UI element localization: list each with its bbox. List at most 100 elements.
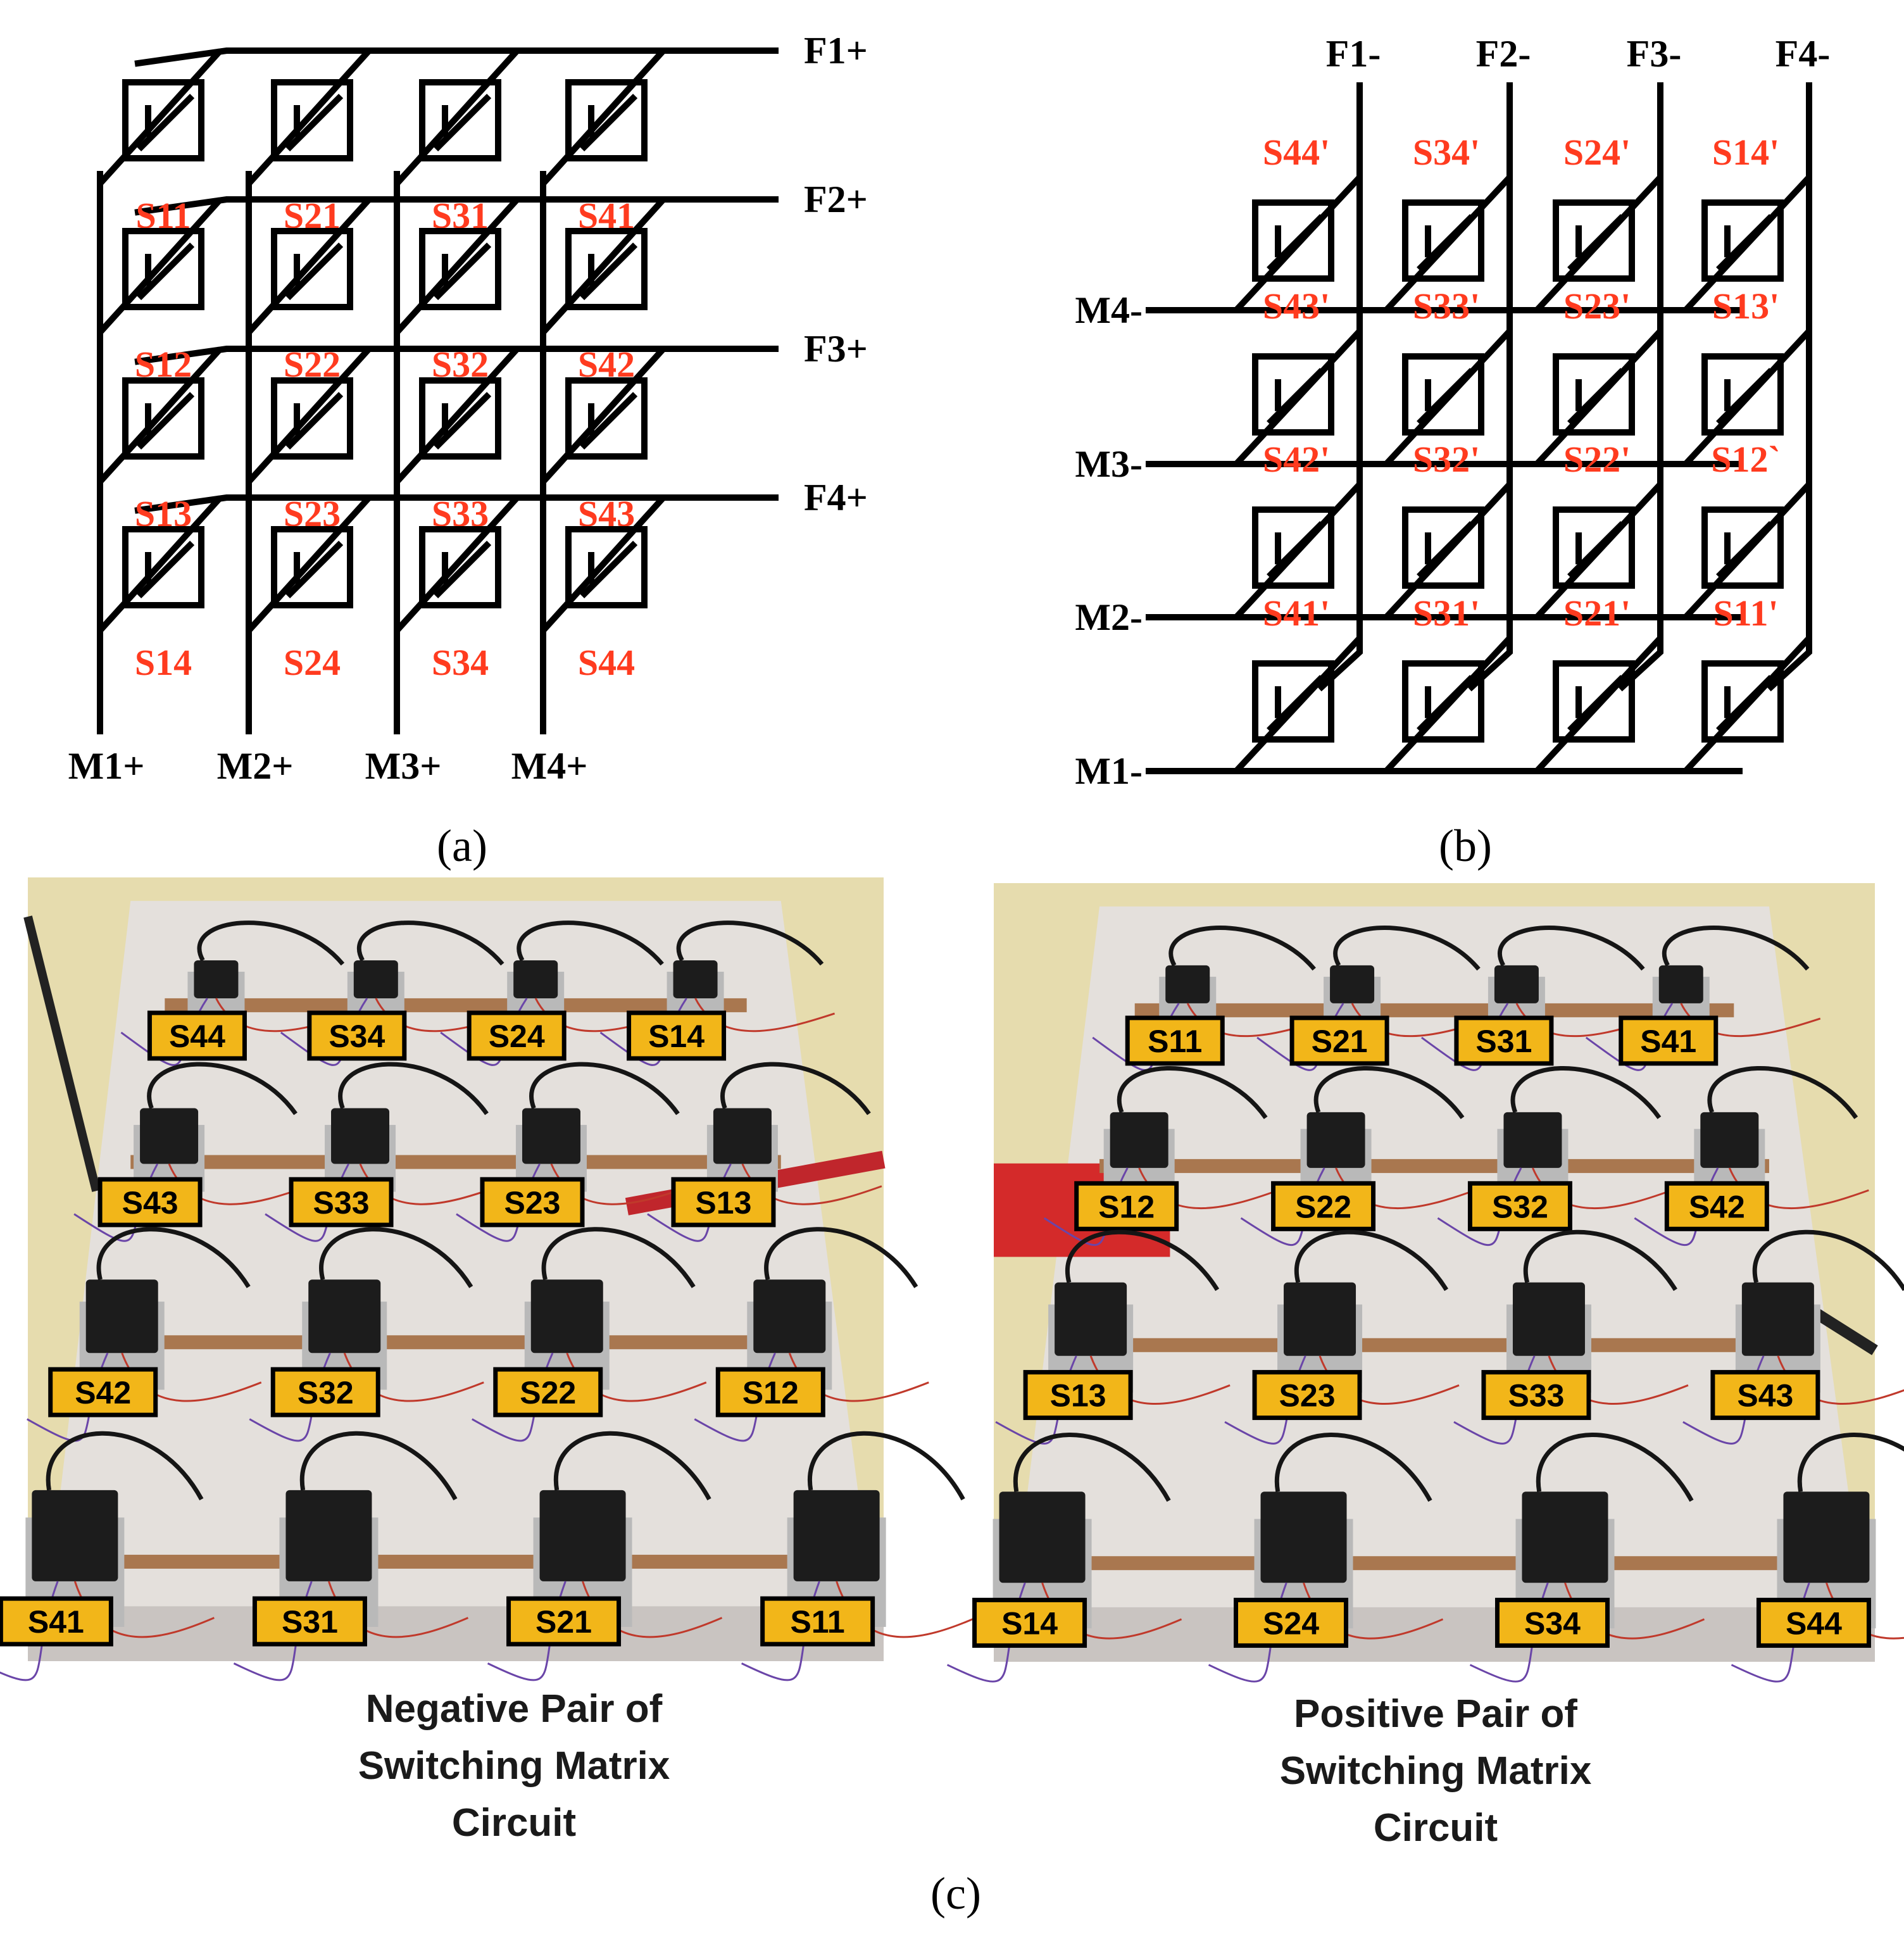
terminal-label-m2: M3- <box>1075 443 1143 485</box>
f-bus-4 <box>134 494 779 514</box>
switch-link <box>1234 636 1362 774</box>
switch-S24' <box>1553 199 1635 282</box>
ssr-relay <box>713 1108 772 1164</box>
terminal-label-m2: M2+ <box>217 745 294 787</box>
wire-black <box>356 920 504 966</box>
switch-box <box>122 526 204 608</box>
switch-tag-label-S11: S11 <box>1148 1024 1202 1059</box>
switch-tag-label-S12: S12 <box>1098 1189 1155 1224</box>
switch-tag-label-S11: S11 <box>791 1604 845 1640</box>
switch-tag-label-S31: S31 <box>282 1604 338 1640</box>
terminal-label-f1: F1- <box>1326 33 1381 75</box>
caption-negative-line-2: Switching Matrix <box>358 1744 670 1788</box>
switch-tag <box>1252 1370 1362 1421</box>
switch-box <box>1252 506 1334 589</box>
switch-box <box>122 228 204 310</box>
wire-black <box>147 1062 298 1115</box>
switch-box <box>122 377 204 460</box>
switch-tag-label-S43: S43 <box>1737 1378 1793 1414</box>
switch-box <box>271 228 353 310</box>
ssr-relay <box>331 1108 390 1164</box>
switch-S11' <box>1701 660 1784 743</box>
switch-tag <box>48 1367 158 1417</box>
switch-blade <box>285 541 344 599</box>
board-surface <box>1011 906 1867 1623</box>
switch-tag <box>1454 1015 1554 1066</box>
wire-black <box>1294 1229 1449 1291</box>
switch-tag-label-S24: S24 <box>489 1019 545 1054</box>
switch-blade <box>285 94 344 152</box>
din-rail <box>1099 1159 1769 1173</box>
switch-box <box>565 228 648 310</box>
switch-tag-label-S23: S23 <box>1279 1378 1336 1414</box>
switch-link <box>1683 636 1812 774</box>
switch-tag <box>480 1177 585 1228</box>
switch-label-S12`: S12` <box>1711 439 1781 480</box>
ssr-relay <box>85 1279 158 1353</box>
switch-tag <box>1619 1015 1719 1066</box>
switch-box <box>1252 199 1334 282</box>
wire-black <box>1536 1433 1694 1502</box>
switch-tag <box>1481 1370 1591 1421</box>
switch-box <box>1553 506 1635 589</box>
ssr-relay <box>1522 1491 1608 1583</box>
terminal-label-f2: F2- <box>1476 33 1531 75</box>
terminal-label-m4: M4+ <box>511 745 588 787</box>
ssr-relay <box>793 1490 880 1581</box>
ssr-relay <box>32 1490 118 1581</box>
switch-link <box>97 48 223 186</box>
ssr-relay <box>1503 1112 1562 1168</box>
ssr-relay <box>1110 1112 1168 1168</box>
switch-blade <box>434 242 492 301</box>
wire-black <box>1662 926 1810 971</box>
switch-link <box>1234 329 1362 467</box>
ssr-relay <box>353 960 398 998</box>
terminal-label-m1: M1+ <box>68 745 145 787</box>
wire-black <box>1274 1433 1432 1502</box>
switch-blade <box>285 392 344 450</box>
switch-tag-label-S13: S13 <box>695 1185 751 1221</box>
panel-label-c: (c) <box>930 1868 981 1919</box>
terminal-label-f3: F3- <box>1627 33 1682 75</box>
switch-tag-label-S31: S31 <box>1475 1024 1532 1059</box>
switch-S42' <box>1252 506 1334 589</box>
ssr-relay <box>1658 965 1703 1003</box>
switch-tag <box>0 1596 113 1647</box>
ssr-relay <box>753 1279 826 1353</box>
switch-tag-label-S43: S43 <box>122 1185 178 1221</box>
ssr-relay <box>1055 1282 1127 1356</box>
wire-black <box>197 920 345 966</box>
switch-S21' <box>1553 660 1635 743</box>
switch-link <box>1683 175 1812 313</box>
caption-negative-line-1: Negative Pair of <box>366 1687 663 1731</box>
wire-black <box>319 1227 473 1288</box>
switch-blade <box>580 94 638 152</box>
switch-blade <box>137 94 195 152</box>
panel-label-b: (b) <box>1439 820 1492 871</box>
switch-tag-label-S32: S32 <box>298 1375 354 1410</box>
switch-label-S24: S24 <box>284 642 341 683</box>
switch-tag <box>289 1177 394 1228</box>
ssr-relay <box>1306 1112 1365 1168</box>
switch-tag <box>97 1177 203 1228</box>
wire-black <box>1065 1229 1220 1291</box>
switch-box <box>1553 353 1635 436</box>
ssr-relay <box>1783 1491 1870 1583</box>
wire-black <box>1797 1433 1904 1492</box>
switch-tag-label-S14: S14 <box>1001 1605 1058 1641</box>
wire-black <box>1333 926 1481 971</box>
switch-link <box>1234 482 1362 620</box>
switch-label-S14': S14' <box>1712 132 1779 173</box>
switch-tag-label-S13: S13 <box>1050 1378 1106 1414</box>
din-rail <box>1064 1338 1805 1352</box>
wire-black <box>720 1062 871 1115</box>
wire-black <box>517 920 664 966</box>
terminal-label-m1: M4- <box>1075 289 1143 331</box>
wire-black <box>1497 926 1645 971</box>
wire-black <box>553 1431 711 1501</box>
ssr-relay <box>1741 1282 1814 1356</box>
switch-S12` <box>1701 506 1784 589</box>
switch-tag <box>1125 1015 1225 1066</box>
